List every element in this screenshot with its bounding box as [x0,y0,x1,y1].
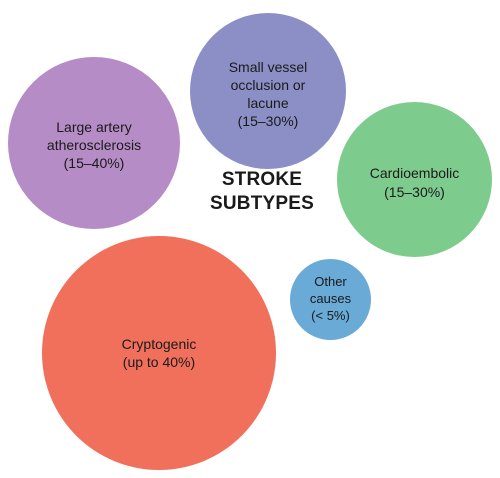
small-vessel-bubble: Small vessel occlusion or lacune (15–30%… [190,13,346,169]
cryptogenic-bubble: Cryptogenic (up to 40%) [42,236,276,470]
diagram-title: STROKE SUBTYPES [200,168,324,216]
title-line-2: SUBTYPES [209,192,314,214]
large-artery-bubble: Large artery atherosclerosis (15–40%) [8,57,180,229]
title-line-1: STROKE [221,169,303,190]
large-artery-label: Large artery atherosclerosis (15–40%) [46,118,142,172]
small-vessel-label: Small vessel occlusion or lacune (15–30%… [228,58,308,130]
cryptogenic-label: Cryptogenic (up to 40%) [121,335,197,370]
other-causes-bubble: Other causes (< 5%) [290,259,371,340]
cardioembolic-bubble: Cardioembolic (15–30%) [337,102,492,257]
cardioembolic-label: Cardioembolic (15–30%) [369,165,460,200]
other-causes-label: Other causes (< 5%) [309,274,352,323]
